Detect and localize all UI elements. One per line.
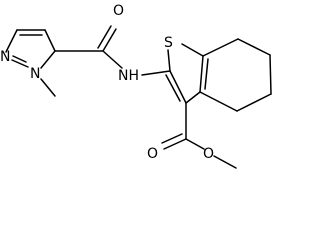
atom-label-ester-carbonyl-oxygen: O	[147, 146, 158, 162]
bond-ester-c-o	[185, 138, 205, 150]
atom-label-ring-nitrogen-1: N	[0, 49, 10, 65]
bond-c7a-c3a-double	[204, 58, 209, 90]
bond-n1-c	[5, 29, 18, 53]
bond-amide-co-a	[102, 28, 117, 52]
bond-c3-c2-b	[165, 74, 181, 102]
atom-label-amide-oxygen: O	[113, 3, 124, 19]
bond-c2-s	[167, 49, 171, 72]
atom-label-amide-nh: NH	[118, 68, 139, 84]
bonds-group	[5, 25, 272, 169]
bond-ester-co-a	[163, 138, 187, 150]
chemical-structure-diagram: N N O NH S O O	[0, 3, 272, 169]
bond-c7a-c7	[202, 38, 239, 57]
bond-c7-c6	[237, 38, 271, 56]
bond-s-c7a	[181, 43, 204, 57]
bond-c4-c3a	[199, 91, 238, 112]
atom-labels-group: N N O NH S O O	[0, 3, 214, 162]
bond-c5-n2	[40, 50, 56, 69]
bond-o-methyl	[213, 155, 237, 169]
bond-nh-c2	[141, 70, 171, 76]
bond-c7a-c3a	[199, 55, 204, 93]
bond-amide-cn	[102, 50, 123, 69]
atom-label-ester-ether-oxygen: O	[203, 146, 214, 162]
bond-c5-c4	[236, 93, 272, 112]
bond-ester-co-b	[161, 133, 183, 144]
bond-c3a-c3	[185, 91, 201, 104]
bond-c6-c5	[269, 54, 272, 95]
bond-n2-n1-b	[12, 55, 27, 63]
bond-c-c5-pyrazole	[44, 29, 56, 52]
bond-n2-n1-a	[11, 59, 29, 68]
bond-n2-methyl	[40, 78, 56, 97]
bond-amide-co-b	[97, 25, 112, 49]
bond-c3-c2-a	[169, 70, 187, 104]
atom-label-ring-nitrogen-2: N	[30, 66, 40, 82]
atom-label-thiophene-sulfur: S	[164, 35, 173, 51]
